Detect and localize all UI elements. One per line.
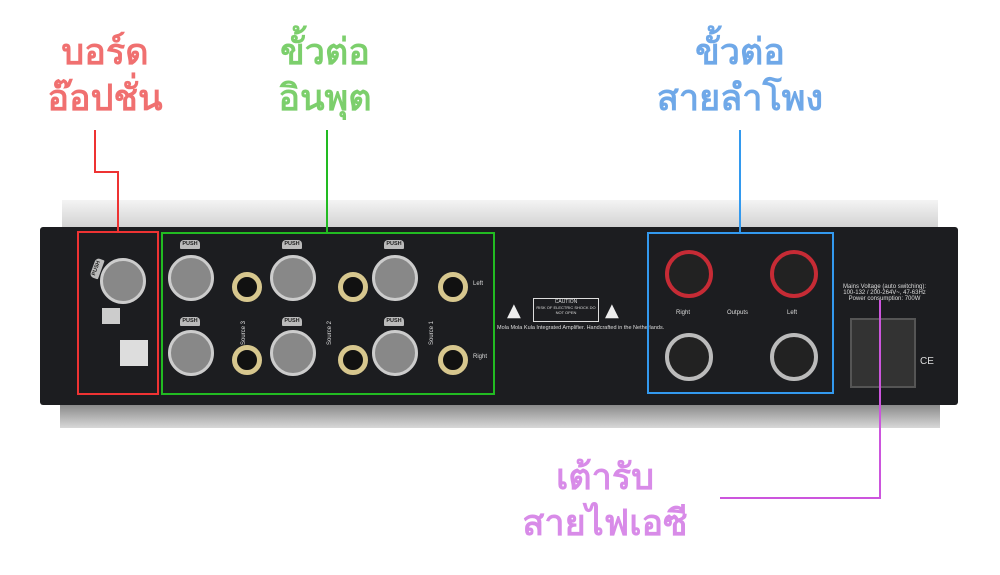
rca-input: [338, 272, 368, 302]
left-output-label: Left: [787, 310, 798, 316]
speaker-terminal-right-positive: [665, 250, 713, 298]
mains-line: Power consumption: 700W: [848, 296, 921, 302]
mains-line: 100-132 / 200-264V~, 47-63Hz: [843, 290, 926, 296]
push-tab: PUSH: [282, 240, 302, 249]
xlr-input: [270, 255, 316, 301]
push-tab: PUSH: [384, 240, 404, 249]
rca-input: [232, 272, 262, 302]
iec-power-inlet: [850, 318, 916, 388]
option-board-label: บอร์ด อ๊อปชั่น: [20, 30, 190, 122]
inputs-highlight: [161, 232, 495, 395]
ac-callout-line: [720, 300, 881, 499]
rca-input: [438, 345, 468, 375]
caution-text: RISK OF ELECTRIC SHOCK DO NOT OPEN: [536, 305, 596, 315]
ethernet-port: [120, 340, 148, 366]
caution-title: CAUTION: [554, 299, 578, 305]
rca-input: [232, 345, 262, 375]
option-xlr-connector: [100, 258, 146, 304]
option-callout-line: [94, 130, 119, 231]
warning-icon: ▲: [507, 300, 521, 321]
label-line: ขั้วต่อ: [694, 31, 786, 74]
xlr-input: [372, 330, 418, 376]
rca-input: [338, 345, 368, 375]
product-line: Mola Mola Kula Integrated Amplifier. Han…: [497, 325, 665, 331]
right-label: Right: [473, 354, 488, 360]
xlr-input: [168, 255, 214, 301]
label-line: สายไฟเอซี: [521, 502, 688, 545]
speaker-outputs-label: ขั้วต่อ สายลำโพง: [630, 30, 850, 122]
xlr-input: [168, 330, 214, 376]
label-line: บอร์ด: [60, 31, 149, 74]
xlr-input: [270, 330, 316, 376]
usb-b-port: [102, 308, 120, 324]
label-line: สายลำโพง: [656, 77, 824, 120]
speaker-terminal-left-negative: [770, 333, 818, 381]
speaker-outputs-highlight: [647, 232, 834, 394]
left-label: Left: [473, 281, 484, 287]
mains-info: Mains Voltage (auto switching): 100-132 …: [843, 284, 926, 302]
label-line: เต้ารับ: [555, 456, 655, 499]
ce-mark: CE: [920, 356, 934, 367]
chassis-lid: [62, 200, 938, 230]
right-output-label: Right: [676, 310, 691, 316]
inputs-label: ขั้วต่อ อินพุต: [235, 30, 415, 122]
ac-inlet-label: เต้ารับ สายไฟเอซี: [495, 455, 715, 547]
option-board-highlight: [77, 231, 159, 395]
speaker-terminal-right-negative: [665, 333, 713, 381]
outputs-label: Outputs: [727, 310, 749, 316]
mains-line: Mains Voltage (auto switching):: [843, 284, 927, 290]
push-tab: PUSH: [384, 317, 404, 326]
label-line: ขั้วต่อ: [279, 31, 371, 74]
push-tab: PUSH: [282, 317, 302, 326]
rca-input: [438, 272, 468, 302]
label-line: อินพุต: [277, 77, 372, 120]
warning-icon: ▲: [605, 300, 619, 321]
push-tab: PUSH: [180, 317, 200, 326]
speaker-terminal-left-positive: [770, 250, 818, 298]
caution-label: CAUTION RISK OF ELECTRIC SHOCK DO NOT OP…: [533, 298, 599, 322]
push-tab: PUSH: [180, 240, 200, 249]
xlr-input: [372, 255, 418, 301]
label-line: อ๊อปชั่น: [46, 77, 163, 120]
